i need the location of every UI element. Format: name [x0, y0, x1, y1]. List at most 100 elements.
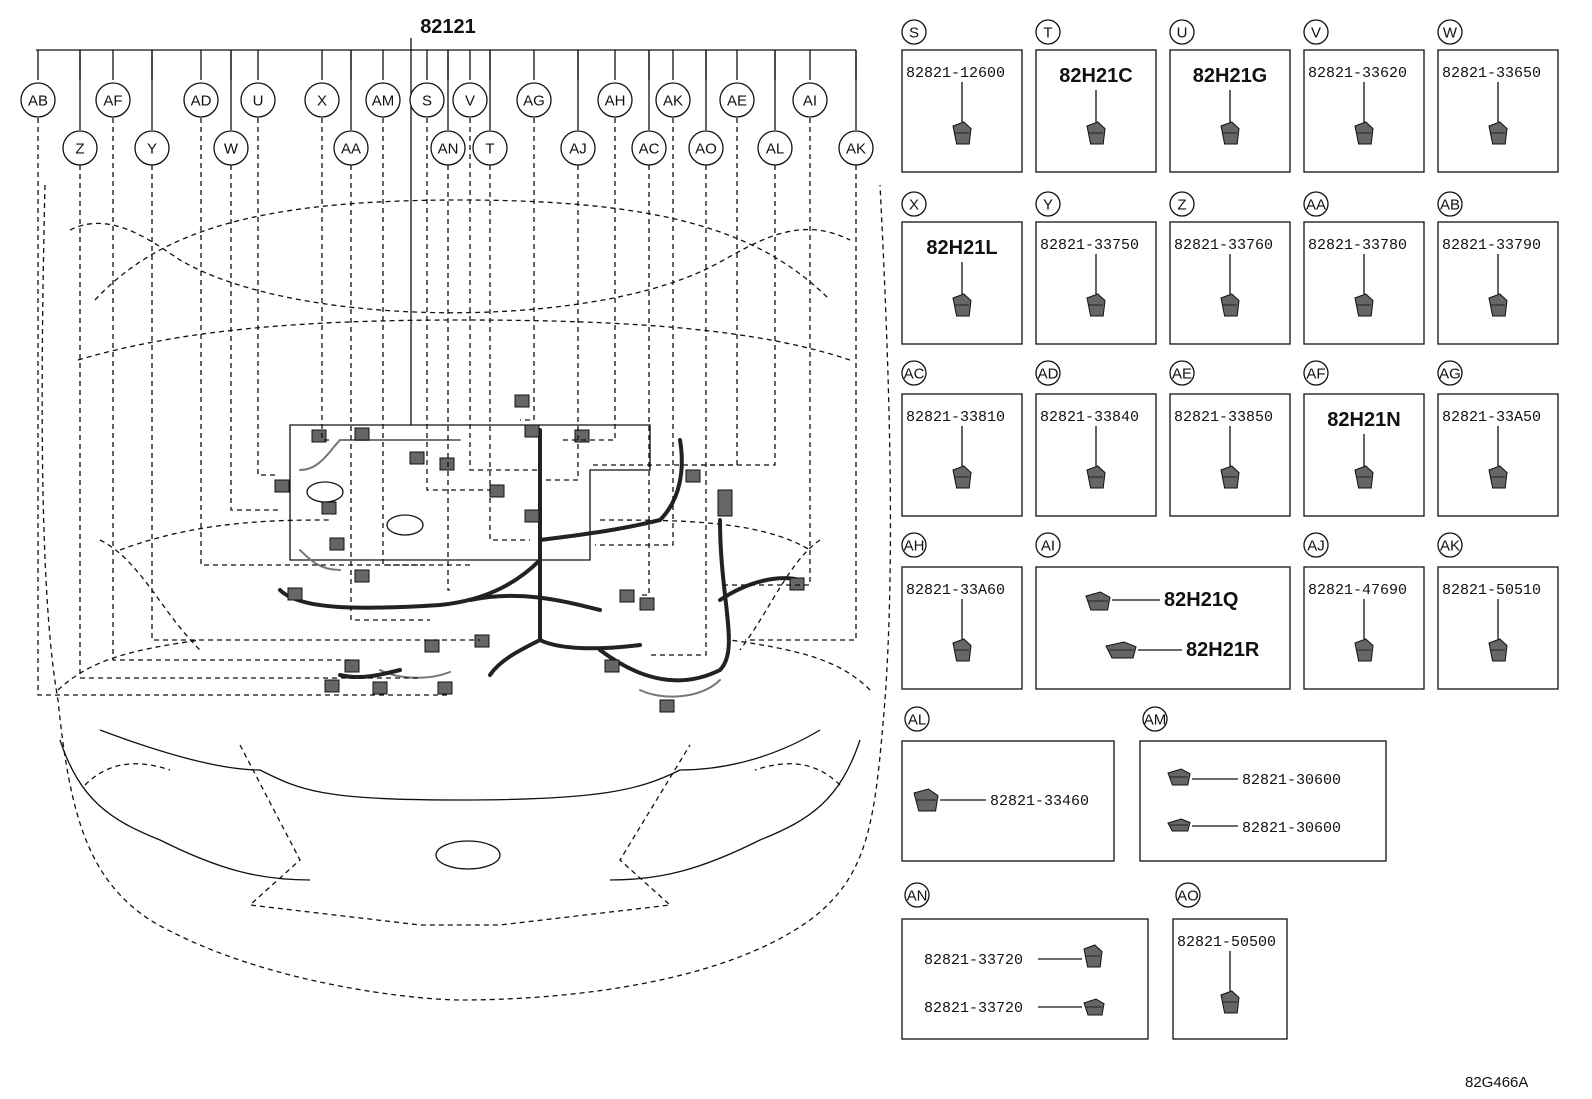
- part-callout-x: X: [901, 191, 927, 217]
- svg-text:U: U: [1177, 25, 1188, 42]
- main-bracket: 82121: [36, 16, 856, 425]
- part-callout-al: AL: [904, 706, 930, 732]
- part-ai: AI 82H21Q 82H21R: [1035, 532, 1291, 690]
- svg-text:Y: Y: [147, 141, 157, 158]
- svg-text:AB: AB: [28, 93, 48, 110]
- part-callout-aa: AA: [1303, 191, 1329, 217]
- part-callout-ag: AG: [1437, 360, 1463, 386]
- svg-text:AK: AK: [846, 141, 866, 158]
- svg-text:AA: AA: [341, 141, 361, 158]
- callout-am: AM: [365, 82, 401, 118]
- part-t: T 82H21C: [1035, 19, 1157, 173]
- svg-text:S: S: [909, 25, 919, 42]
- svg-text:X: X: [909, 197, 919, 214]
- part-af: AF 82H21N: [1303, 360, 1425, 517]
- part-callout-ae: AE: [1169, 360, 1195, 386]
- part-callout-ab: AB: [1437, 191, 1463, 217]
- svg-text:AC: AC: [639, 141, 660, 158]
- part-callout-w: W: [1437, 19, 1463, 45]
- part-callout-ao: AO: [1175, 882, 1201, 908]
- part-callout-ac: AC: [901, 360, 927, 386]
- callout-ao-lower: AO: [688, 130, 724, 166]
- svg-text:AN: AN: [438, 141, 459, 158]
- callout-ah: AH: [597, 82, 633, 118]
- parts-catalog: S82821-12600T82H21CU82H21GV82821-33620W8…: [901, 19, 1559, 1040]
- part-number-label: 82821-33A60: [906, 582, 1005, 599]
- part-callout-z: Z: [1169, 191, 1195, 217]
- svg-text:AG: AG: [523, 93, 545, 110]
- svg-text:AG: AG: [1439, 366, 1461, 383]
- part-callout-v: V: [1303, 19, 1329, 45]
- svg-text:U: U: [253, 93, 264, 110]
- svg-text:AH: AH: [904, 538, 925, 555]
- part-callout-ai: AI: [1035, 532, 1061, 558]
- svg-text:AE: AE: [1172, 366, 1192, 383]
- part-z: Z 82821-33760: [1169, 191, 1291, 345]
- part-aa: AA 82821-33780: [1303, 191, 1425, 345]
- svg-text:AD: AD: [1038, 366, 1059, 383]
- part-number-label: 82821-33810: [906, 409, 1005, 426]
- part-number-label: 82H21Q: [1164, 589, 1239, 611]
- callout-w-lower: W: [213, 130, 249, 166]
- part-number-label: 82H21R: [1186, 639, 1260, 661]
- callout-s: S: [409, 82, 445, 118]
- svg-text:T: T: [485, 141, 494, 158]
- part-number-label: 82821-33780: [1308, 237, 1407, 254]
- part-aj: AJ 82821-47690: [1303, 532, 1425, 690]
- part-callout-ah: AH: [901, 532, 927, 558]
- part-ad: AD 82821-33840: [1035, 360, 1157, 517]
- part-callout-s: S: [901, 19, 927, 45]
- svg-text:AL: AL: [908, 712, 926, 729]
- callout-af: AF: [95, 82, 131, 118]
- callout-t-lower: T: [472, 130, 508, 166]
- callout-ak: AK: [655, 82, 691, 118]
- svg-text:W: W: [224, 141, 239, 158]
- part-number-label: 82821-12600: [906, 65, 1005, 82]
- callout-ag: AG: [516, 82, 552, 118]
- part-number-label: 82821-50500: [1177, 934, 1276, 951]
- svg-text:AJ: AJ: [1307, 538, 1325, 555]
- part-number-label: 82821-33840: [1040, 409, 1139, 426]
- part-number-label: 82H21C: [1059, 65, 1132, 87]
- svg-text:T: T: [1043, 25, 1052, 42]
- svg-text:AC: AC: [904, 366, 925, 383]
- part-ac: AC 82821-33810: [901, 360, 1023, 517]
- svg-text:AL: AL: [766, 141, 784, 158]
- part-number-label: 82821-33460: [990, 793, 1089, 810]
- part-number-label: 82821-33720: [924, 1000, 1023, 1017]
- part-number-label: 82821-33760: [1174, 237, 1273, 254]
- part-number-label: 82821-50510: [1442, 582, 1541, 599]
- part-number-label: 82821-47690: [1308, 582, 1407, 599]
- callout-v: V: [452, 82, 488, 118]
- callout-ab: AB: [20, 82, 56, 118]
- part-number-label: 82H21N: [1327, 409, 1400, 431]
- figure-id: 82G466A: [1465, 1074, 1528, 1091]
- part-callout-aj: AJ: [1303, 532, 1329, 558]
- part-ag: AG 82821-33A50: [1437, 360, 1559, 517]
- svg-text:X: X: [317, 93, 327, 110]
- callout-z-lower: Z: [62, 130, 98, 166]
- svg-text:AK: AK: [1440, 538, 1460, 555]
- svg-text:AM: AM: [1144, 712, 1167, 729]
- svg-text:Z: Z: [75, 141, 84, 158]
- svg-text:AE: AE: [727, 93, 747, 110]
- svg-text:Z: Z: [1177, 197, 1186, 214]
- svg-text:AJ: AJ: [569, 141, 587, 158]
- part-number-label: 82821-33A50: [1442, 409, 1541, 426]
- svg-text:AB: AB: [1440, 197, 1460, 214]
- part-callout-am: AM: [1142, 706, 1168, 732]
- svg-text:AD: AD: [191, 93, 212, 110]
- part-s: S 82821-12600: [901, 19, 1023, 173]
- svg-text:Y: Y: [1043, 197, 1053, 214]
- callout-an-lower: AN: [430, 130, 466, 166]
- part-callout-af: AF: [1303, 360, 1329, 386]
- vehicle-outline: [41, 184, 892, 1001]
- callout-y-lower: Y: [134, 130, 170, 166]
